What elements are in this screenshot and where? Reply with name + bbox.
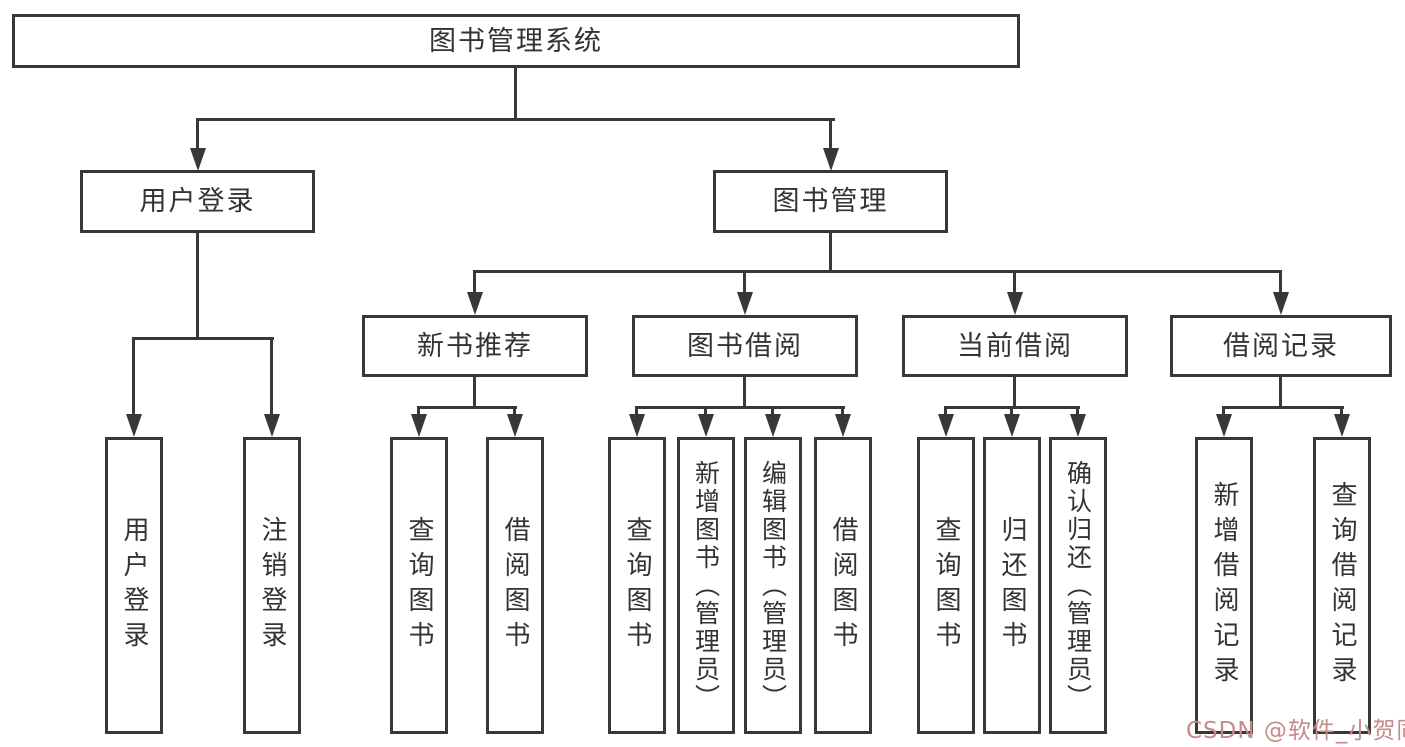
arrow-down-icon (737, 292, 753, 315)
node-leaf-cb-return: 归还图书 (983, 437, 1041, 734)
node-leaf-bb-edit: 编辑图书（管理员） (744, 437, 802, 734)
connector-line (1224, 406, 1344, 409)
connector-line (1279, 377, 1282, 406)
node-book-mgmt: 图书管理 (713, 170, 948, 233)
node-leaf-bb-add: 新增图书（管理员） (677, 437, 735, 734)
node-current-borrow: 当前借阅 (902, 315, 1128, 377)
node-leaf-logout: 注销登录 (243, 437, 301, 734)
arrow-down-icon (629, 414, 645, 437)
node-leaf-nb-query: 查询图书 (390, 437, 448, 734)
connector-line (513, 406, 516, 417)
arrow-down-icon (835, 414, 851, 437)
arrow-down-icon (411, 414, 427, 437)
connector-line (270, 337, 273, 417)
arrow-down-icon (467, 292, 483, 315)
arrow-down-icon (823, 148, 839, 171)
node-leaf-bb-query: 查询图书 (608, 437, 666, 734)
node-book-borrow: 图书借阅 (632, 315, 858, 377)
connector-line (829, 233, 832, 270)
connector-line (197, 118, 835, 121)
connector-line (132, 337, 135, 417)
node-root: 图书管理系统 (12, 14, 1020, 68)
arrow-down-icon (1334, 414, 1350, 437)
connector-line (829, 118, 832, 151)
connector-line (743, 270, 746, 296)
connector-line (473, 377, 476, 406)
node-user-login: 用户登录 (80, 170, 315, 233)
connector-line (771, 406, 774, 417)
connector-line (1013, 270, 1016, 296)
connector-line (417, 406, 420, 417)
connector-line (704, 406, 707, 417)
node-leaf-user-login: 用户登录 (105, 437, 163, 734)
arrow-down-icon (1007, 292, 1023, 315)
connector-line (133, 337, 274, 340)
arrow-down-icon (126, 414, 142, 437)
arrow-down-icon (1273, 292, 1289, 315)
arrow-down-icon (1070, 414, 1086, 437)
connector-line (474, 270, 1282, 273)
arrow-down-icon (938, 414, 954, 437)
arrow-down-icon (698, 414, 714, 437)
connector-line (473, 270, 476, 296)
connector-line (1013, 377, 1016, 406)
arrow-down-icon (264, 414, 280, 437)
arrow-down-icon (765, 414, 781, 437)
node-leaf-nb-borrow: 借阅图书 (486, 437, 544, 734)
connector-line (635, 406, 638, 417)
connector-line (1279, 270, 1282, 296)
node-leaf-br-query: 查询借阅记录 (1313, 437, 1371, 734)
watermark: CSDN @软件_小贺同学 (1186, 718, 1405, 744)
arrow-down-icon (1216, 414, 1232, 437)
connector-line (841, 406, 844, 417)
node-leaf-br-add: 新增借阅记录 (1195, 437, 1253, 734)
node-borrow-records: 借阅记录 (1170, 315, 1392, 377)
connector-line (196, 233, 199, 337)
connector-line (1222, 406, 1225, 417)
connector-line (946, 406, 1080, 409)
connector-line (1076, 406, 1079, 417)
node-leaf-bb-borrow: 借阅图书 (814, 437, 872, 734)
connector-line (514, 68, 517, 118)
arrow-down-icon (1004, 414, 1020, 437)
connector-line (196, 118, 199, 151)
arrow-down-icon (190, 148, 206, 171)
connector-line (637, 406, 845, 409)
node-leaf-cb-confirm: 确认归还（管理员） (1049, 437, 1107, 734)
node-new-book-rec: 新书推荐 (362, 315, 588, 377)
arrow-down-icon (507, 414, 523, 437)
connector-line (944, 406, 947, 417)
connector-line (419, 406, 517, 409)
connector-line (743, 377, 746, 406)
connector-line (1340, 406, 1343, 417)
node-leaf-cb-query: 查询图书 (917, 437, 975, 734)
connector-line (1010, 406, 1013, 417)
